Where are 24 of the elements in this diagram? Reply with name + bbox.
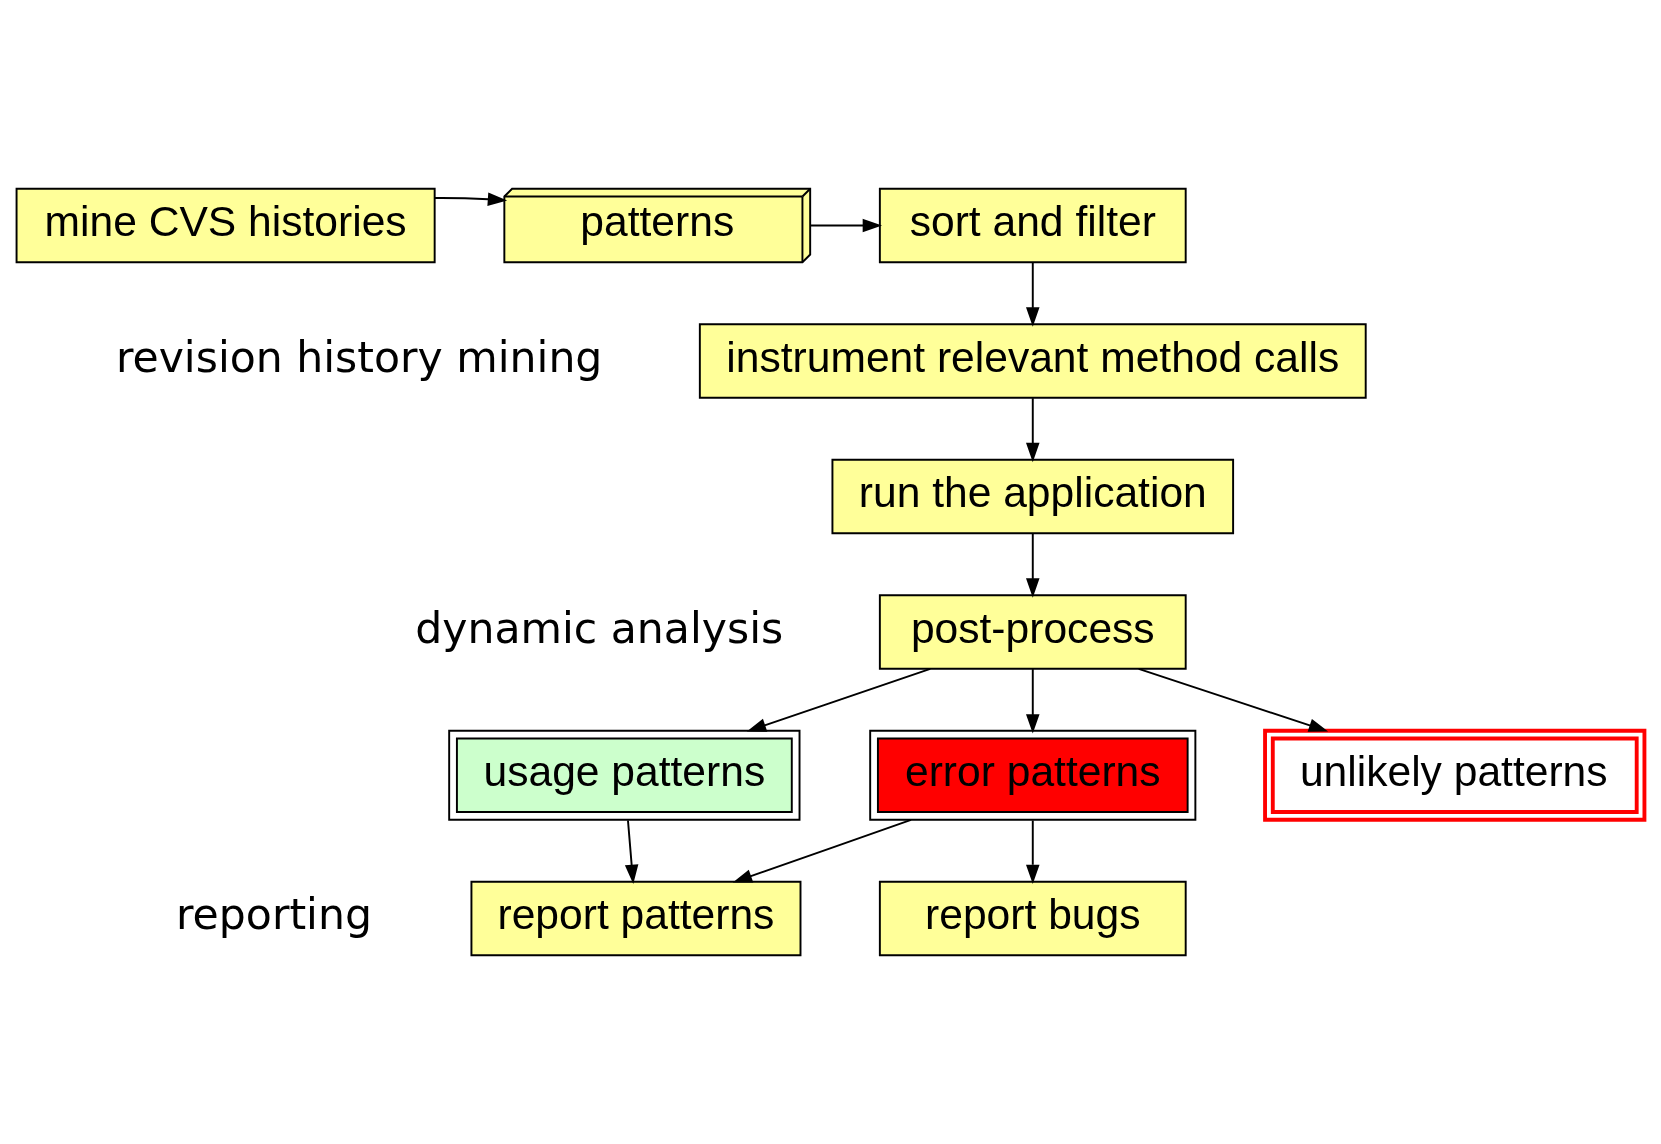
label: revision history mining [115, 331, 603, 382]
arrow [746, 667, 932, 732]
arrow [1026, 397, 1040, 463]
arrow [1137, 667, 1329, 732]
arrow [809, 218, 883, 233]
arrow [732, 818, 912, 883]
arrow [624, 819, 639, 885]
node-box: error patterns [869, 729, 1197, 821]
node-box: run the application [831, 458, 1235, 535]
node-box: mine CVS histories [15, 187, 436, 264]
node-box: unlikely patterns [1263, 728, 1647, 822]
arrow [1026, 261, 1040, 327]
node-box: report bugs [878, 880, 1187, 957]
arrow [1026, 819, 1040, 885]
arrow [1026, 532, 1040, 598]
label: reporting [176, 889, 372, 940]
label: dynamic analysis [415, 602, 784, 653]
node-box: instrument relevant method calls [698, 323, 1367, 399]
arrow [433, 192, 508, 206]
node-box: post-process [878, 594, 1187, 670]
node-box: usage patterns [448, 729, 801, 821]
node-box: report patterns [470, 880, 802, 957]
arrow [1026, 668, 1040, 734]
node-box: sort and filter [878, 187, 1187, 264]
